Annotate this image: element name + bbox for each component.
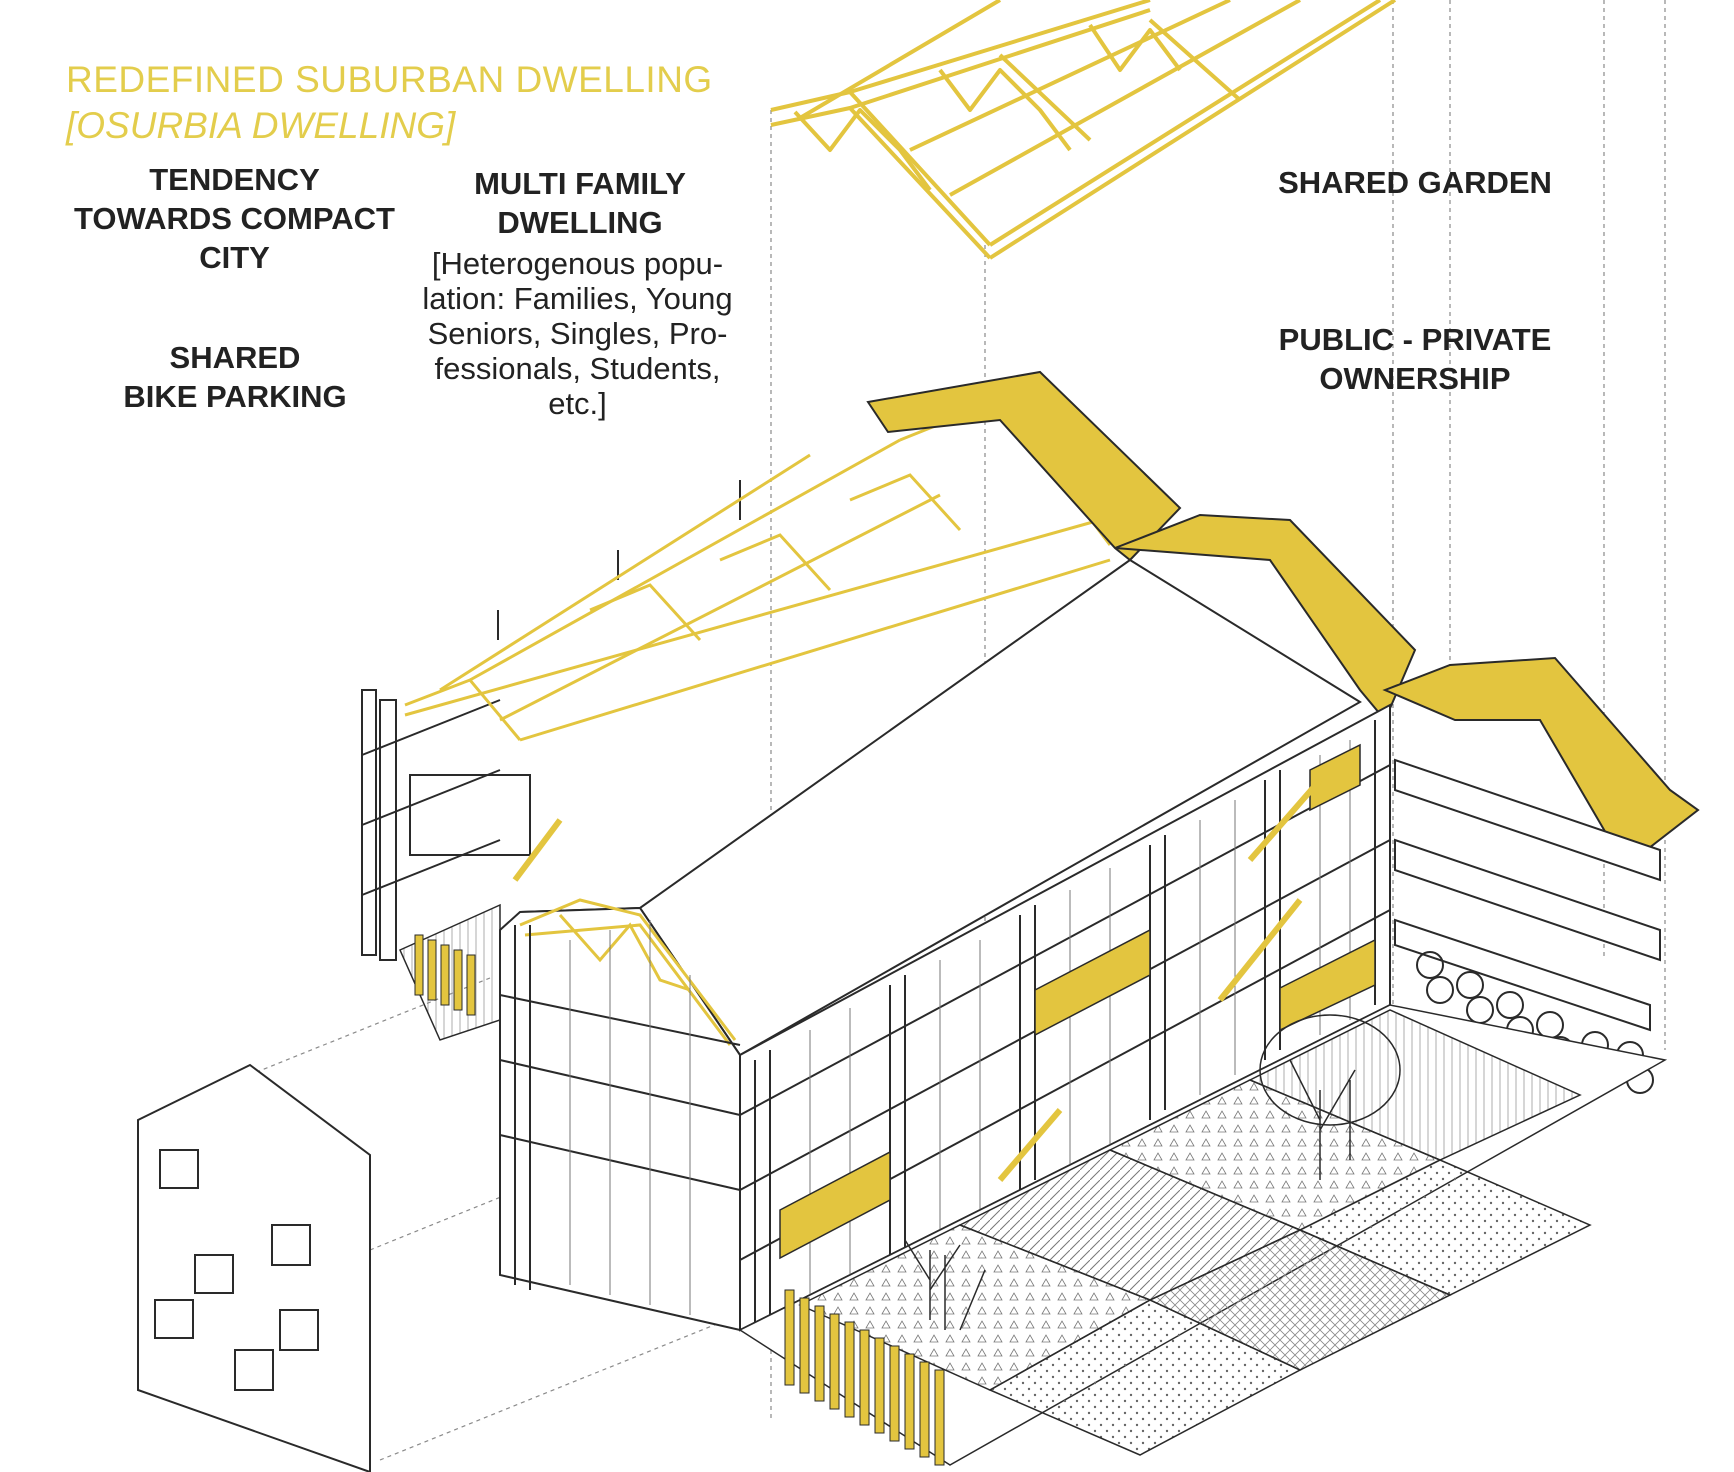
population-note-line: etc.] bbox=[548, 386, 607, 421]
label-compact-city: TENDENCY TOWARDS COMPACT CITY bbox=[62, 160, 407, 277]
label-bike-parking-line: BIKE PARKING bbox=[123, 379, 347, 414]
yellow-balconies bbox=[779, 743, 1376, 1260]
gable-truss bbox=[519, 898, 737, 1046]
population-note-line: Seniors, Singles, Pro- bbox=[427, 316, 728, 351]
yellow-fence bbox=[414, 934, 945, 1466]
population-note-line: fessionals, Students, bbox=[434, 351, 721, 386]
glazing-mullions bbox=[569, 740, 1351, 1315]
label-ownership-line: PUBLIC - PRIVATE bbox=[1278, 322, 1552, 357]
label-multi-family: MULTI FAMILY DWELLING bbox=[440, 164, 720, 242]
label-bike-parking: SHARED BIKE PARKING bbox=[100, 338, 370, 416]
label-compact-city-line: CITY bbox=[199, 240, 270, 275]
population-note: [Heterogenous popu- lation: Families, Yo… bbox=[405, 246, 750, 421]
population-note-line: [Heterogenous popu- bbox=[431, 246, 724, 281]
yellow-stairs bbox=[512, 778, 1323, 1182]
exploded-house bbox=[137, 1063, 371, 1472]
ground-plane bbox=[738, 1004, 1668, 1466]
label-ownership: PUBLIC - PRIVATE OWNERSHIP bbox=[1240, 320, 1590, 398]
label-compact-city-line: TOWARDS COMPACT bbox=[74, 201, 395, 236]
trees bbox=[904, 1014, 1401, 1331]
label-ownership-line: OWNERSHIP bbox=[1319, 361, 1511, 396]
population-note-line: lation: Families, Young bbox=[422, 281, 733, 316]
label-compact-city-line: TENDENCY bbox=[149, 162, 320, 197]
diagram-subtitle: [OSURBIA DWELLING] bbox=[66, 105, 456, 146]
roof-cladding-band bbox=[866, 370, 1700, 857]
exploded-roof-truss bbox=[770, 0, 1397, 260]
label-multi-family-line: DWELLING bbox=[497, 205, 663, 240]
right-floor-slabs bbox=[1394, 758, 1661, 1032]
label-shared-garden-line: SHARED GARDEN bbox=[1278, 165, 1552, 200]
label-shared-garden: SHARED GARDEN bbox=[1250, 163, 1580, 202]
diagram-title: REDEFINED SUBURBAN DWELLING bbox=[66, 59, 713, 100]
label-multi-family-line: MULTI FAMILY bbox=[474, 166, 686, 201]
label-bike-parking-line: SHARED bbox=[169, 340, 301, 375]
rear-wing-frame bbox=[361, 480, 741, 961]
